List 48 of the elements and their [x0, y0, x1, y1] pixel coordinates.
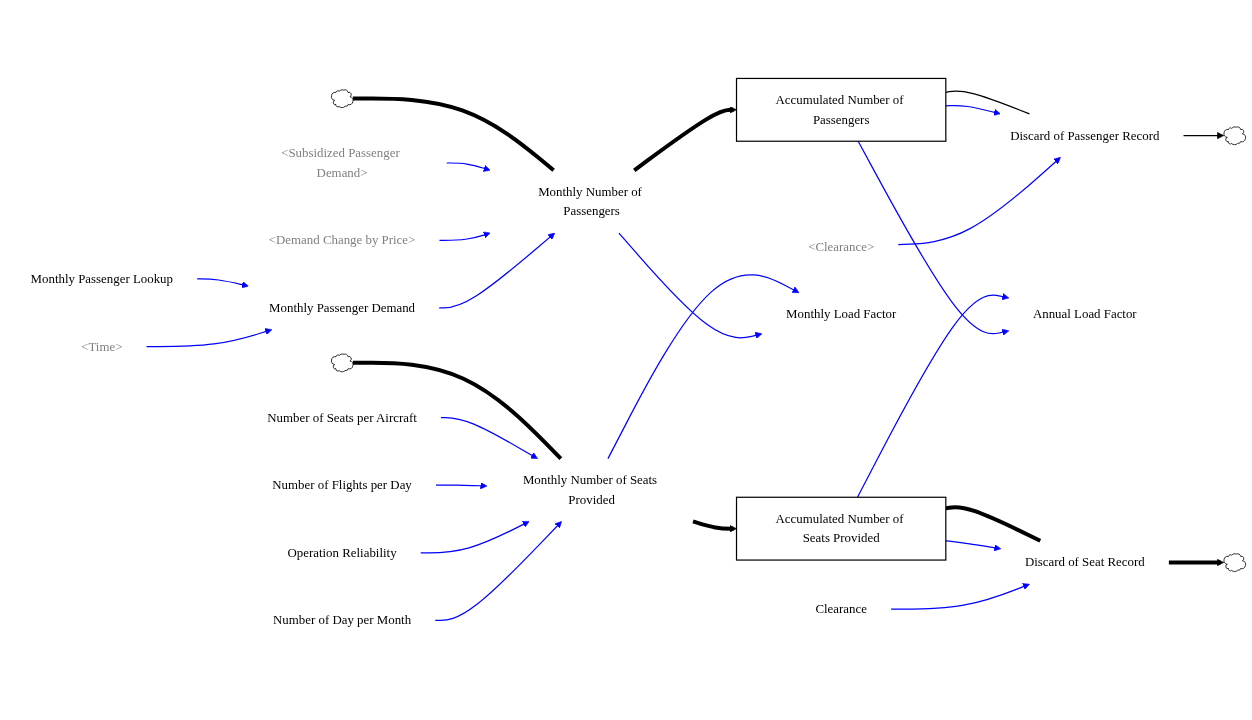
node-text: Monthly Passenger Demand	[269, 300, 416, 315]
node-text: Discard of Seat Record	[1024, 554, 1145, 569]
arrow	[945, 104, 1001, 116]
arrow	[607, 274, 800, 459]
node-text: Number of Seats per Aircraft	[267, 410, 417, 424]
node-text: Annual Load Factor	[1032, 306, 1137, 321]
node-text: Monthly Number of Passengers	[538, 184, 642, 218]
arrow	[856, 292, 1010, 498]
node-cloud	[1223, 126, 1246, 145]
connector	[945, 90, 1031, 115]
node-cloud	[331, 89, 354, 108]
arrow	[857, 140, 1010, 336]
arrow	[890, 582, 1030, 610]
arrow	[618, 232, 763, 339]
node-text: <Subsidized Passenger Demand>	[281, 145, 400, 179]
node-text: Clearance	[815, 601, 867, 616]
node-text: Monthly Load Factor	[786, 306, 897, 321]
node-cloud	[331, 353, 354, 372]
arrow	[440, 416, 538, 459]
arrow	[438, 232, 556, 309]
node-text: <Clearance>	[808, 239, 875, 253]
node-text: Number of Flights per Day	[272, 477, 412, 492]
node-cloud	[1223, 553, 1246, 572]
arrow	[438, 231, 491, 241]
arrow	[434, 520, 562, 621]
arrow	[945, 539, 1002, 551]
node-text: Discard of Passenger Record	[1010, 128, 1160, 142]
arrow	[446, 162, 491, 172]
node-text: <Demand Change by Price>	[268, 232, 416, 247]
arrow	[196, 278, 249, 288]
arrow	[420, 520, 530, 554]
connector	[352, 360, 563, 460]
connector	[352, 96, 555, 172]
node-box: Accumulated Number of Seats Provided	[735, 496, 947, 561]
arrow	[435, 481, 488, 489]
arrow	[897, 156, 1061, 245]
arrow	[1182, 131, 1225, 139]
node-text: Operation Reliability	[287, 545, 397, 559]
node-text: Number of Day per Month	[273, 612, 412, 627]
node-box: Accumulated Number of Passengers	[735, 77, 947, 142]
arrow	[692, 519, 737, 532]
node-text: Monthly Number of Seats Provided	[522, 472, 658, 506]
arrow	[633, 106, 737, 172]
connector	[945, 504, 1042, 543]
node-text: Monthly Passenger Lookup	[30, 271, 173, 286]
arrow	[145, 327, 273, 347]
arrow	[1168, 558, 1225, 566]
node-text: <Time>	[81, 339, 123, 353]
